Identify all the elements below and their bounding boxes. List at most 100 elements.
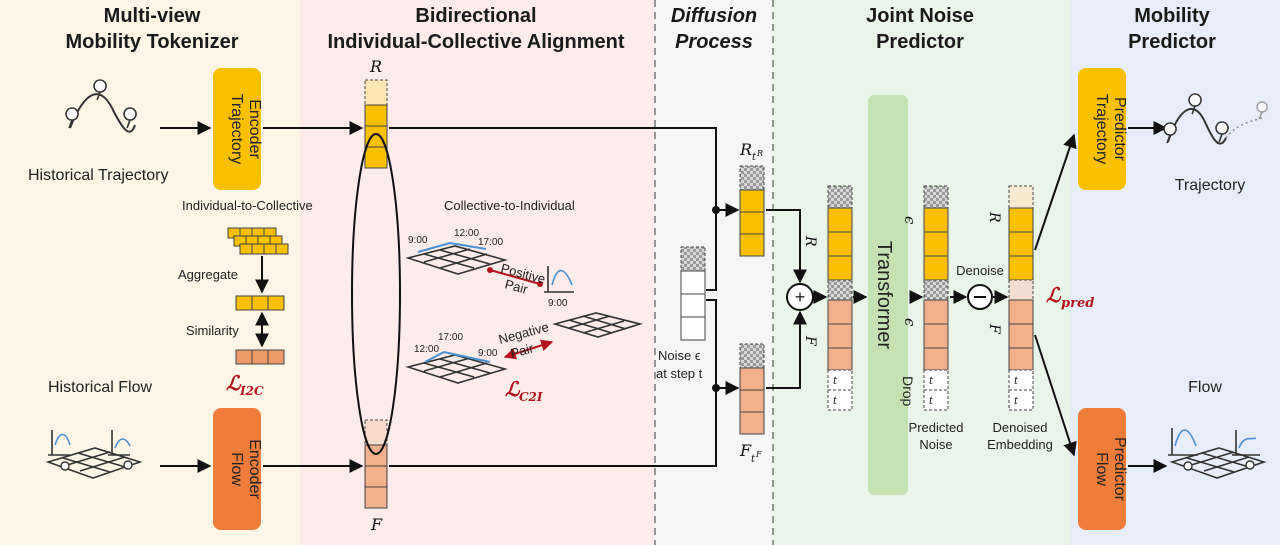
trajectory-encoder-label-2: Encoder <box>246 99 263 159</box>
F-label: F <box>370 515 383 534</box>
aggregate-label: Aggregate <box>178 267 238 282</box>
heading-tokenizer-2: Mobility Tokenizer <box>66 31 239 53</box>
eps-F-label: ϵ <box>901 318 919 327</box>
trajectory-encoder-label-1: Trajectory <box>228 94 245 165</box>
noise-time-F: t <box>929 396 934 407</box>
loss-pred: ℒ <box>1046 283 1062 307</box>
loss-c2i-sub: C2I <box>519 390 543 404</box>
neg-time-3: 9:00 <box>478 348 498 359</box>
pos-time-2: 12:00 <box>454 228 479 239</box>
loss-i2c: ℒ <box>226 371 242 395</box>
denoised-embedding-label-2: Embedding <box>987 437 1053 452</box>
output-trajectory-icon <box>1163 93 1268 145</box>
transformer-box <box>868 95 908 495</box>
neg-time-2: 12:00 <box>414 344 439 355</box>
heading-noise-predictor-2: Predictor <box>876 31 964 53</box>
F-embedding <box>364 419 388 509</box>
positive-flow-icon <box>544 266 574 293</box>
output-flow-pin-icons <box>1183 460 1255 471</box>
plus-symbol: + <box>795 287 806 307</box>
negative-label-2: Pair <box>509 340 536 361</box>
predicted-noise-label-1: Predicted <box>909 420 964 435</box>
line-FtF-to-plus <box>766 310 807 389</box>
line-noise-upper <box>706 210 717 291</box>
FtF-sub: t <box>751 454 756 465</box>
loss-pred-sub: pred <box>1061 296 1094 311</box>
predicted-noise-label-2: Noise <box>919 437 952 452</box>
positive-pair-dot-a <box>487 267 493 273</box>
flow-tokens <box>235 349 285 365</box>
FtF-embedding <box>739 343 765 435</box>
trajectory-encoder-box <box>213 68 261 190</box>
flow-predictor-label-2: Predictor <box>1111 437 1128 502</box>
loss-c2i: ℒ <box>505 377 521 401</box>
pos-time-1: 9:00 <box>408 235 428 246</box>
joint-time-F: t <box>833 396 838 407</box>
FtF-sup: F <box>755 450 762 459</box>
denoised-time-R: t <box>1014 376 1019 387</box>
trajectory-predictor-label-2: Predictor <box>1111 97 1128 162</box>
arrow-to-traj-predictor <box>1034 133 1077 251</box>
loss-i2c-sub: I2C <box>239 384 264 398</box>
historical-flow-label: Historical Flow <box>48 379 152 396</box>
transformer-label: Transformer <box>873 241 895 350</box>
positive-pair-dot-b <box>537 281 543 287</box>
positive-pair-line <box>489 269 541 285</box>
positive-trajectory-grid <box>405 241 508 275</box>
RtR-sup: R <box>756 149 763 158</box>
heading-tokenizer-1: Multi-view <box>104 5 201 27</box>
i2c-label: Individual-to-Collective <box>182 198 313 213</box>
flow-predictor-box <box>1078 408 1126 530</box>
negative-pair-arrow <box>503 339 554 360</box>
heading-mobility-predictor-1: Mobility <box>1134 5 1210 27</box>
trajectory-predictor-box <box>1078 68 1126 190</box>
RtR-embedding <box>739 165 765 257</box>
flow-encoder-box <box>213 408 261 530</box>
predicted-noise-embedding <box>923 185 949 411</box>
line-noise-lower <box>706 299 717 388</box>
alignment-ellipse <box>351 133 401 455</box>
joint-embedding <box>827 185 853 411</box>
heading-diffusion-2: Process <box>675 31 753 53</box>
pos-time-4: 9:00 <box>548 298 568 309</box>
flow-grid-icon <box>45 430 143 479</box>
R-embedding <box>364 79 388 169</box>
heading-noise-predictor-1: Joint Noise <box>866 5 974 27</box>
eps-R-label: ϵ <box>901 216 919 225</box>
c2i-label: Collective-to-Individual <box>444 198 575 213</box>
R-label: R <box>369 57 382 76</box>
arrow-to-flow-predictor <box>1034 334 1077 457</box>
panel-alignment <box>300 0 655 545</box>
flow-encoder-label-2: Encoder <box>246 439 263 499</box>
flow-output-label: Flow <box>1188 379 1222 396</box>
positive-label-2: Pair <box>503 276 530 297</box>
historical-trajectory-label: Historical Trajectory <box>28 167 168 184</box>
positive-flow-grid <box>552 312 643 338</box>
pos-time-3: 17:00 <box>478 237 503 248</box>
heading-mobility-predictor-2: Predictor <box>1128 31 1216 53</box>
denoised-time-F: t <box>1014 396 1019 407</box>
flow-encoder-label-1: Flow <box>228 452 245 486</box>
heading-diffusion-1: Diffusion <box>671 5 757 27</box>
denoised-embedding <box>1008 185 1034 411</box>
trajectory-output-label: Trajectory <box>1175 177 1246 194</box>
RtR-vert-label: R <box>802 235 818 247</box>
noise-label-2: at step t <box>656 366 703 381</box>
line-RtR-to-plus <box>766 209 807 284</box>
similarity-label: Similarity <box>186 323 239 338</box>
RtR1-vert-label: R <box>986 211 1002 223</box>
FtF-vert-label: F <box>802 335 818 347</box>
drop-label: Drop <box>900 376 916 407</box>
flow-pin-icons <box>60 460 133 471</box>
joint-time-R: t <box>833 376 838 387</box>
denoised-embedding-label-1: Denoised <box>993 420 1048 435</box>
denoise-label: Denoise <box>956 263 1004 278</box>
FtF1-vert-label: F <box>986 323 1002 335</box>
trajectory-sketch-icon <box>65 79 137 133</box>
noise-time-R: t <box>929 376 934 387</box>
neg-time-1: 17:00 <box>438 332 463 343</box>
flow-predictor-label-1: Flow <box>1093 452 1110 486</box>
heading-alignment-2: Individual-Collective Alignment <box>327 31 624 53</box>
line-F-to-diffusion <box>389 388 717 467</box>
